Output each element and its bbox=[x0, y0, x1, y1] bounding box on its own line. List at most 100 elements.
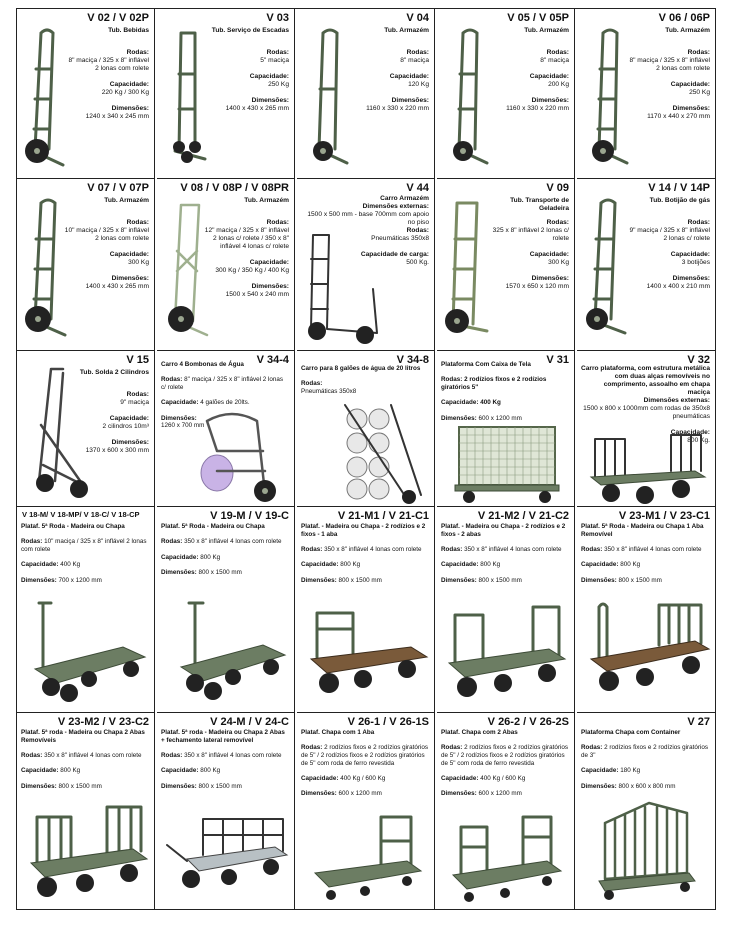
catalog-sheet: V 02 / V 02P Tub. Bebidas Rodas:8" maciç… bbox=[16, 8, 716, 910]
product-specs: Rodas:8" maciça Capacidade:120 Kg Dimens… bbox=[366, 49, 429, 113]
platform-cart-icon bbox=[447, 605, 567, 697]
product-type: Tub. Armazém bbox=[524, 27, 569, 34]
product-specs: Plataf. 5ª Roda - Madeira ou Chapa Rodas… bbox=[161, 523, 282, 577]
product-specs: Rodas:12" maciça / 325 x 8" inflável 2 l… bbox=[204, 219, 289, 299]
product-specs: Plataf. - Madeira ou Chapa - 2 rodízios … bbox=[441, 523, 566, 584]
platform-cart-icon bbox=[179, 601, 287, 700]
product-card: V 24-M / V 24-C Plataf. 5ª roda - Madeir… bbox=[157, 713, 295, 909]
product-specs: Rodas:8" maciça / 325 x 8" inflável 2 lo… bbox=[629, 49, 710, 121]
hand-truck-icon bbox=[173, 31, 207, 163]
product-card: V 21-M1 / V 21-C1 Plataf. - Madeira ou C… bbox=[297, 507, 435, 713]
product-card: V 08 / V 08P / V 08PR Tub. Armazém Rodas… bbox=[157, 179, 295, 351]
product-specs: Rodas:10" maciça / 325 x 8" inflável 2 l… bbox=[64, 219, 149, 291]
water-cart-icon bbox=[200, 412, 276, 502]
product-specs: Rodas:9" maciça Capacidade:2 cilindros 1… bbox=[85, 391, 149, 455]
product-type: Tub. Armazém bbox=[244, 197, 289, 204]
product-specs: Carro Armazém Dimensões externas:1500 x … bbox=[307, 195, 429, 267]
platform-cart-icon bbox=[451, 815, 563, 902]
hand-truck-icon bbox=[25, 198, 67, 337]
hand-truck-icon bbox=[586, 198, 627, 335]
platform-cart-icon bbox=[166, 818, 289, 888]
hand-truck-icon bbox=[25, 28, 65, 167]
product-card: V 44 Carro Armazém Dimensões externas:15… bbox=[297, 179, 435, 351]
product-code: V 27 bbox=[687, 716, 710, 728]
product-specs: Carro 4 Bombonas de Água Rodas: 8" maciç… bbox=[161, 361, 284, 430]
product-card: V 19-M / V 19-C Plataf. 5ª Roda - Madeir… bbox=[157, 507, 295, 713]
product-card: V 04 Tub. Armazém Rodas:8" maciça Capaci… bbox=[297, 9, 435, 179]
water-cart-icon bbox=[344, 404, 422, 504]
product-card: V 09 Tub. Transporte de Geladeira Rodas:… bbox=[437, 179, 575, 351]
hand-truck-icon bbox=[308, 234, 378, 344]
product-card: V 14 / V 14P Tub. Botijão de gás Rodas:9… bbox=[577, 179, 715, 351]
product-code: V 02 / V 02P bbox=[87, 12, 149, 24]
product-code: V 04 bbox=[406, 12, 429, 24]
product-card: V 26-2 / V 26-2S Plataf. Chapa com 2 Aba… bbox=[437, 713, 575, 909]
hand-truck-icon bbox=[168, 203, 209, 337]
product-type: Tub. Botijão de gás bbox=[649, 197, 710, 204]
product-code: V 23-M2 / V 23-C2 bbox=[57, 716, 149, 728]
platform-cart-icon bbox=[309, 611, 429, 693]
product-code: V 34-8 bbox=[396, 354, 429, 366]
product-type: Tub. Transporte de Geladeira bbox=[510, 197, 569, 213]
product-specs: Plataf. 5ª roda - Madeira ou Chapa 2 Aba… bbox=[21, 729, 145, 790]
hand-truck-icon bbox=[313, 28, 349, 165]
product-card: V 34-4 Carro 4 Bombonas de Água Rodas: 8… bbox=[157, 351, 295, 507]
product-specs: Rodas:9" maciça / 325 x 8" inflável 2 lo… bbox=[629, 219, 710, 291]
product-code: V 26-2 / V 26-2S bbox=[487, 716, 569, 728]
platform-cart-icon bbox=[29, 805, 149, 897]
product-specs: Plataf. - Madeira ou Chapa - 2 rodízios … bbox=[301, 523, 426, 584]
product-code: V 06 / 06P bbox=[658, 12, 710, 24]
product-card: V 27 Plataforma Chapa com Container Roda… bbox=[577, 713, 715, 909]
product-specs: Carro para 8 galões de água de 20 litros… bbox=[301, 365, 421, 396]
product-card: V 02 / V 02P Tub. Bebidas Rodas:8" maciç… bbox=[17, 9, 155, 179]
product-specs: Plataf. 5ª Roda - Madeira ou Chapa Rodas… bbox=[21, 523, 147, 584]
hand-truck-icon bbox=[445, 201, 489, 333]
product-card: V 05 / V 05P Tub. Armazém Rodas:8" maciç… bbox=[437, 9, 575, 179]
product-card: V 15 Tub. Solda 2 Cilindros Rodas:9" mac… bbox=[17, 351, 155, 507]
product-type: Tub. Solda 2 Cilindros bbox=[79, 369, 149, 376]
product-specs: Rodas:8" maciça Capacidade:200 Kg Dimens… bbox=[506, 49, 569, 113]
product-type: Tub. Serviço de Escadas bbox=[211, 27, 289, 34]
product-card: V 34-8 Carro para 8 galões de água de 20… bbox=[297, 351, 435, 507]
product-type: Tub. Armazém bbox=[384, 27, 429, 34]
product-code: V 09 bbox=[546, 182, 569, 194]
product-card: V 06 / 06P Tub. Armazém Rodas:8" maciça … bbox=[577, 9, 715, 179]
product-specs: Rodas:325 x 8" inflável 2 lonas c/ rolet… bbox=[492, 219, 569, 291]
hand-truck-icon bbox=[592, 28, 629, 165]
product-type: Tub. Armazém bbox=[104, 197, 149, 204]
product-code: V 24-M / V 24-C bbox=[210, 716, 289, 728]
product-code: V 34-4 bbox=[256, 354, 289, 366]
product-specs: Plataforma Chapa com Container Rodas: 2 … bbox=[581, 729, 709, 790]
product-code: V 44 bbox=[406, 182, 429, 194]
product-specs: Carro plataforma, com estrutura metálica… bbox=[581, 365, 710, 445]
product-code: V 31 bbox=[546, 354, 569, 366]
platform-cart-icon bbox=[313, 815, 423, 900]
platform-cart-icon bbox=[589, 602, 711, 691]
product-code: V 32 bbox=[687, 354, 710, 366]
hand-truck-icon bbox=[453, 28, 489, 165]
product-card: V 26-1 / V 26-1S Plataf. Chapa com 1 Aba… bbox=[297, 713, 435, 909]
product-code: V 19-M / V 19-C bbox=[210, 510, 289, 522]
product-code: V 21-M2 / V 21-C2 bbox=[477, 510, 569, 522]
product-card: V 03 Tub. Serviço de Escadas Rodas:5" ma… bbox=[157, 9, 295, 179]
product-specs: Plataf. Chapa com 1 Aba Rodas: 2 rodízio… bbox=[301, 729, 429, 798]
product-card: V 07 / V 07P Tub. Armazém Rodas:10" maci… bbox=[17, 179, 155, 351]
product-code: V 21-M1 / V 21-C1 bbox=[337, 510, 429, 522]
platform-cart-icon bbox=[598, 801, 696, 900]
product-card: V 18-M/ V 18-MP/ V 18-C/ V 18-CP Plataf.… bbox=[17, 507, 155, 713]
product-card: V 21-M2 / V 21-C2 Plataf. - Madeira ou C… bbox=[437, 507, 575, 713]
product-code: V 07 / V 07P bbox=[87, 182, 149, 194]
hand-truck-icon bbox=[36, 367, 88, 498]
product-specs: Rodas:5" maciça Capacidade:250 Kg Dimens… bbox=[225, 49, 289, 113]
product-specs: Plataforma Com Caixa de Tela Rodas: 2 ro… bbox=[441, 361, 547, 422]
product-code: V 23-M1 / V 23-C1 bbox=[618, 510, 710, 522]
product-specs: Rodas:8" maciça / 325 x 8" inflável 2 lo… bbox=[68, 49, 149, 121]
product-specs: Plataf. Chapa com 2 Abas Rodas: 2 rodízi… bbox=[441, 729, 569, 798]
product-code: V 03 bbox=[266, 12, 289, 24]
product-code: V 08 / V 08P / V 08PR bbox=[180, 182, 289, 194]
product-code: V 15 bbox=[126, 354, 149, 366]
product-card: V 23-M1 / V 23-C1 Plataf. 5ª Roda - Made… bbox=[577, 507, 715, 713]
product-code: V 18-M/ V 18-MP/ V 18-C/ V 18-CP bbox=[22, 510, 140, 519]
product-card: V 23-M2 / V 23-C2 Plataf. 5ª roda - Made… bbox=[17, 713, 155, 909]
platform-cart-icon bbox=[589, 434, 707, 504]
